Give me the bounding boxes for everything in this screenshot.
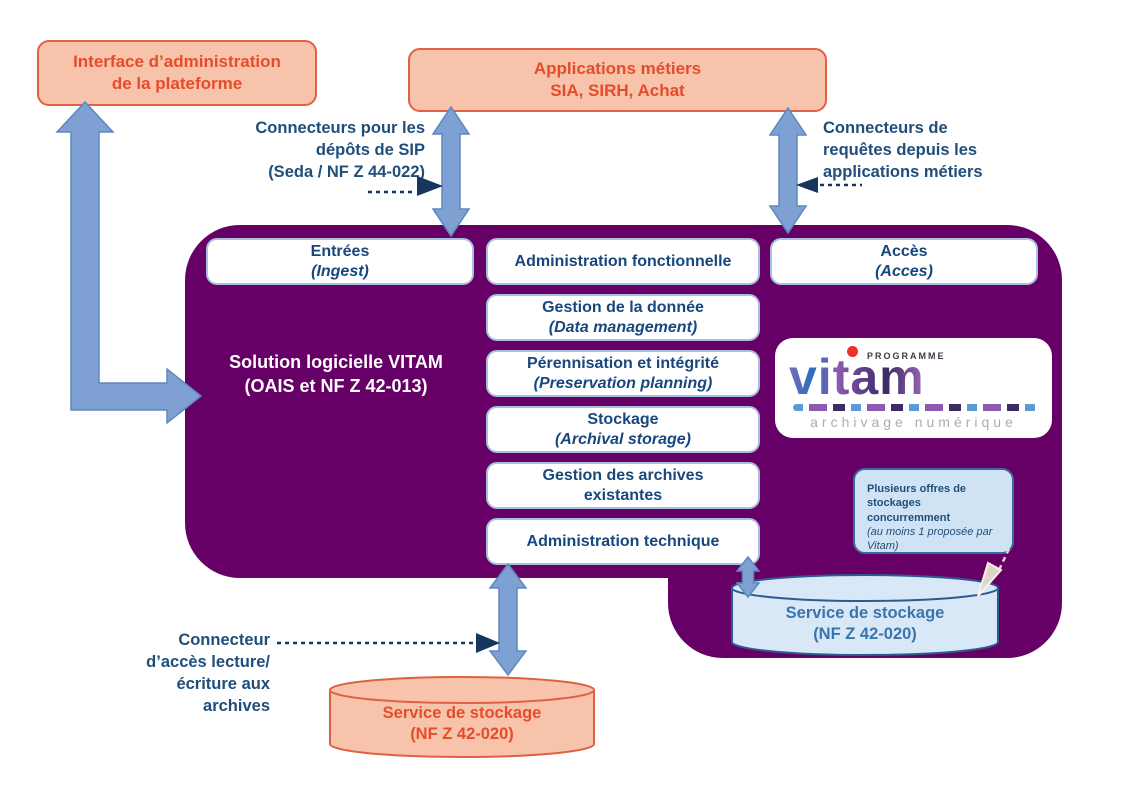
platform-orange-storage-arrow [488,562,528,677]
module-acces: Accès (Acces) [770,238,1038,285]
callout-line3: concurremment [867,511,951,524]
module-gestion-donnee: Gestion de la donnée (Data management) [486,294,760,341]
requests-dashed-connector [796,177,862,193]
module-acces-subtitle: (Acces) [875,262,933,280]
module-entrees: Entrées (Ingest) [206,238,474,285]
business-apps-line1: Applications métiers [533,58,702,78]
blue-storage-line2: (NF Z 42-020) [813,625,917,644]
sip-connector-line2: dépôts de SIP [315,140,425,159]
module-admin-fonctionnelle-title: Administration fonctionnelle [514,252,732,270]
requests-connector-line3: applications métiers [823,162,983,181]
requests-connector-line1: Connecteurs de [823,119,948,137]
sip-connector-line1: Connecteurs pour les [255,119,425,137]
module-stockage-subtitle: (Archival storage) [554,430,692,448]
business-apps-box: Applications métiers SIA, SIRH, Achat [408,48,827,112]
blue-storage-line1: Service de stockage [785,604,945,622]
module-perennisation: Pérennisation et intégrité (Preservation… [486,350,760,397]
module-perennisation-subtitle: (Preservation planning) [533,374,713,392]
archive-rw-line1: Connecteur [178,631,270,649]
module-entrees-subtitle: (Ingest) [311,262,369,280]
module-gestion-donnee-subtitle: (Data management) [548,318,698,336]
module-entrees-title: Entrées [310,242,370,260]
blue-storage-cylinder [731,574,999,656]
platform-blue-storage-arrow [735,555,761,599]
admin-interface-box: Interface d’administration de la platefo… [37,40,317,106]
logo-red-dot-icon [847,346,858,357]
archive-rw-line3: écriture aux [176,674,270,693]
orange-storage-cylinder [329,676,595,758]
sip-dashed-connector [368,176,443,196]
requests-connector-line2: requêtes depuis les [823,140,978,159]
sip-deposit-arrow [431,105,471,238]
callout-line5: Vitam) [867,540,899,553]
sip-connector-line3: (Seda / NF Z 44-022) [268,162,425,181]
module-gestion-donnee-title: Gestion de la donnée [542,298,704,316]
sip-connector-label: Connecteurs pour les dépôts de SIP (Seda… [198,118,425,184]
logo-dashes-decoration [793,404,1037,411]
module-admin-technique-title: Administration technique [526,532,720,550]
module-gestion-archives-title2: existantes [583,486,663,504]
module-stockage-title: Stockage [587,410,659,428]
module-acces-title: Accès [880,242,928,260]
platform-title: Solution logicielle VITAM (OAIS et NF Z … [190,350,482,399]
archive-rw-dashed-connector [277,633,500,653]
module-admin-technique: Administration technique [486,518,760,565]
module-perennisation-title: Pérennisation et intégrité [526,354,720,372]
archive-rw-connector-label: Connecteur d’accès lecture/ écriture aux… [55,630,270,718]
vitam-logo: PROGRAMME vitam archivage numérique [775,338,1052,438]
business-apps-line2: SIA, SIRH, Achat [550,81,685,100]
admin-interface-line2: de la plateforme [111,74,243,93]
module-gestion-archives-title: Gestion des archives [542,466,704,484]
blue-storage-label: Service de stockage (NF Z 42-020) [732,603,998,645]
orange-storage-line1: Service de stockage [382,704,542,722]
callout-line4: (au moins 1 proposée par [867,525,993,538]
admin-interface-line1: Interface d’administration [73,51,281,71]
archive-rw-line4: archives [203,696,270,715]
admin-interface-platform-arrow [55,100,203,425]
module-admin-fonctionnelle: Administration fonctionnelle [486,238,760,285]
module-stockage: Stockage (Archival storage) [486,406,760,453]
platform-title-line1: Solution logicielle VITAM [229,352,443,372]
callout-pointer-arrow [977,548,1011,597]
logo-programme-text: PROGRAMME [867,351,946,361]
callout-line1: Plusieurs offres de [867,483,967,495]
orange-storage-label: Service de stockage (NF Z 42-020) [330,703,594,745]
orange-storage-line2: (NF Z 42-020) [410,725,514,744]
logo-caption: archivage numérique [810,414,1017,430]
requests-connector-label: Connecteurs de requêtes depuis les appli… [823,118,1023,184]
requests-arrow [768,106,808,235]
callout-line2: stockages [867,497,921,510]
platform-title-line2: (OAIS et NF Z 42-013) [244,376,428,397]
logo-wordmark: vitam [789,349,925,405]
archive-rw-line2: d’accès lecture/ [146,652,270,671]
module-gestion-archives: Gestion des archives existantes [486,462,760,509]
storage-offers-callout: Plusieurs offres de stockages concurremm… [853,468,1014,554]
